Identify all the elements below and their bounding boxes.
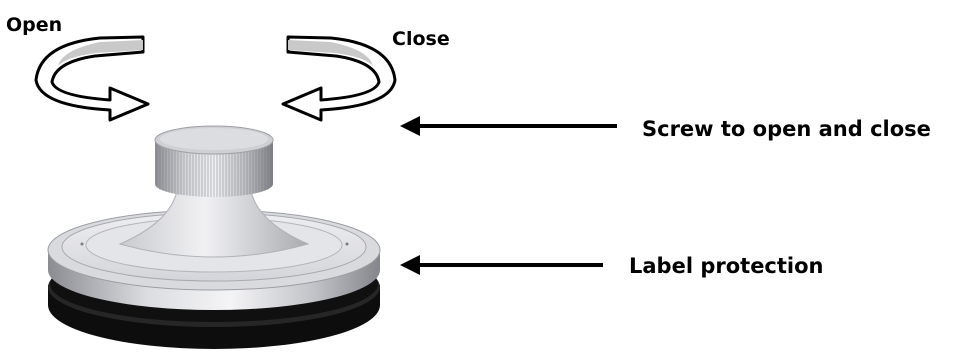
arrow-left-icon <box>400 255 603 275</box>
arrow-left-icon <box>400 116 617 136</box>
screw-label: Screw to open and close <box>642 117 931 141</box>
sealing-device-illustration <box>47 125 381 349</box>
open-label: Open <box>6 14 63 36</box>
rotate-clockwise-arrow-icon <box>281 35 397 122</box>
rotate-counterclockwise-arrow-icon <box>34 35 150 122</box>
close-label: Close <box>392 28 450 50</box>
label-protection-label: Label protection <box>629 254 824 278</box>
